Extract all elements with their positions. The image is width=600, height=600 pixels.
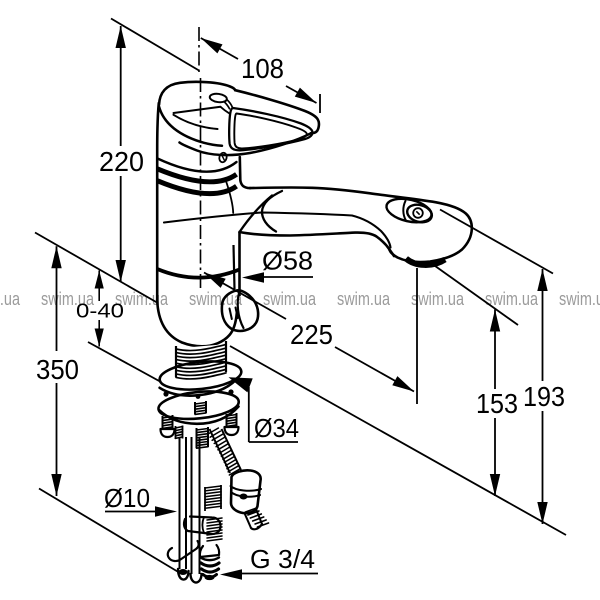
svg-text:0-40: 0-40 [76, 301, 124, 323]
svg-text:350: 350 [36, 354, 79, 385]
svg-text:swim.ua: swim.ua [41, 288, 95, 309]
svg-text:swim.ua: swim.ua [0, 288, 21, 309]
svg-text:108: 108 [241, 53, 284, 84]
svg-text:Ø34: Ø34 [254, 413, 299, 443]
svg-text:Ø58: Ø58 [262, 246, 313, 276]
svg-text:225: 225 [290, 319, 333, 350]
svg-text:220: 220 [99, 146, 144, 177]
svg-text:swim.ua: swim.ua [559, 288, 600, 309]
svg-text:Ø10: Ø10 [104, 483, 150, 513]
svg-text:swim.ua: swim.ua [411, 288, 465, 309]
svg-text:swim.ua: swim.ua [485, 288, 539, 309]
svg-text:193: 193 [523, 381, 565, 412]
svg-text:swim.ua: swim.ua [115, 288, 169, 309]
svg-text:swim.ua: swim.ua [263, 288, 317, 309]
svg-text:153: 153 [476, 388, 518, 419]
svg-text:G 3/4: G 3/4 [250, 544, 315, 574]
svg-text:swim.ua: swim.ua [337, 288, 391, 309]
